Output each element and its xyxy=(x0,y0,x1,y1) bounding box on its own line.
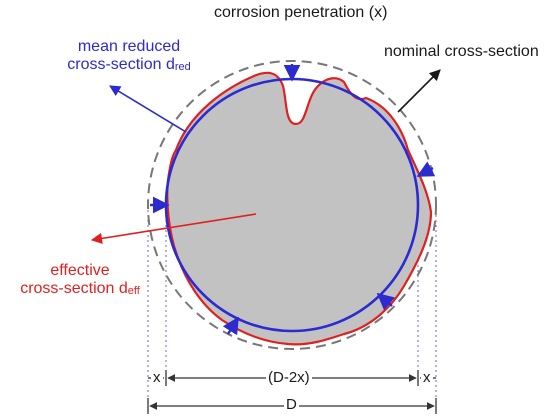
effective-label: effective cross-section deff xyxy=(0,262,160,299)
effective-cross-section-shape xyxy=(166,71,433,346)
corrosion-penetration-label: corrosion penetration (x) xyxy=(214,4,388,21)
dim-label-x-right: x xyxy=(421,369,433,387)
mean-reduced-label-subscript: red xyxy=(174,61,191,74)
mean-reduced-label: mean reduced cross-section dred xyxy=(34,38,224,75)
dim-label-inner-text: (D-2x) xyxy=(266,369,312,386)
nominal-cross-section-circle xyxy=(147,60,437,350)
mean-reduced-label-line2: cross-section dred xyxy=(34,56,224,74)
effective-label-line1: effective xyxy=(50,262,110,279)
penetration-arrow-bottom-left xyxy=(222,316,240,336)
dim-label-x-left-text: x xyxy=(151,369,163,386)
nominal-cross-section-label: nominal cross-section xyxy=(384,43,539,60)
penetration-arrows xyxy=(150,64,436,336)
penetration-arrow-right xyxy=(416,161,436,178)
mean-reduced-label-prefix: cross-section d xyxy=(67,56,175,74)
projection-lines xyxy=(147,205,437,414)
dim-label-inner: (D-2x) xyxy=(266,369,312,387)
dim-label-outer-text: D xyxy=(284,396,299,413)
mean-reduced-leader-arrow xyxy=(109,85,187,133)
effective-label-line2: cross-section deff xyxy=(0,280,160,298)
nominal-leader-arrow xyxy=(397,69,441,113)
dim-label-x-left: x xyxy=(151,369,163,387)
penetration-arrow-bottom-right xyxy=(376,292,395,311)
effective-leader-arrow xyxy=(90,213,257,244)
effective-label-prefix: cross-section d xyxy=(20,280,128,298)
mean-reduced-label-line1: mean reduced xyxy=(77,38,181,55)
effective-label-subscript: eff xyxy=(127,285,140,298)
dim-label-x-right-text: x xyxy=(421,369,433,386)
dim-label-outer: D xyxy=(284,396,299,414)
